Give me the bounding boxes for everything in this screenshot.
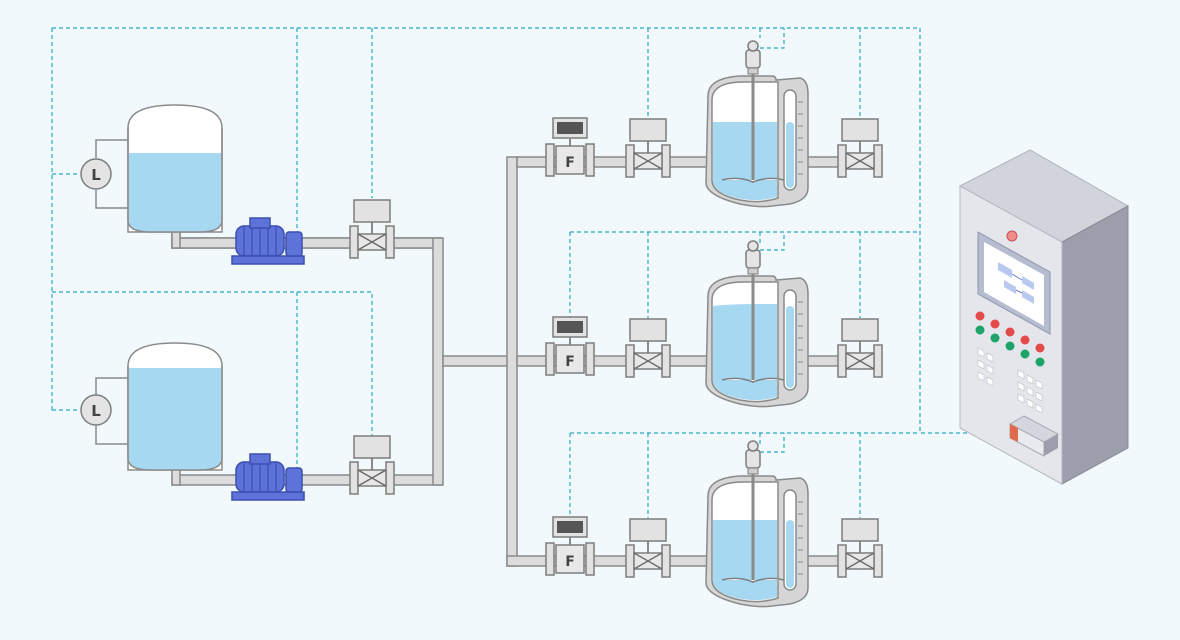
valve-icon	[625, 118, 671, 178]
valve-icon	[837, 518, 883, 578]
pump-icon	[231, 217, 305, 265]
valve-supply-1	[349, 199, 395, 259]
level-sensor-icon	[80, 158, 112, 190]
flowmeter-label: F	[565, 155, 575, 171]
storage-tank-1	[127, 104, 223, 233]
flowmeter-label: F	[565, 354, 575, 370]
agitator-icon	[721, 40, 785, 183]
valve-icon	[625, 318, 671, 378]
pump-icon	[231, 453, 305, 501]
reactor-3	[705, 440, 809, 608]
valve-outlet-1	[837, 118, 883, 178]
flowmeter-1: F	[545, 117, 595, 177]
valve-outlet-3	[837, 518, 883, 578]
level-sensor-1: L	[80, 139, 128, 209]
level-sensor-2: L	[80, 377, 128, 445]
agitator-icon	[721, 440, 785, 583]
signal-lines	[51, 27, 1010, 518]
valve-inlet-3	[625, 518, 671, 578]
valve-supply-2	[349, 435, 395, 495]
flowmeter-label: F	[565, 554, 575, 570]
control-cabinet	[958, 149, 1130, 485]
plc-module	[1008, 415, 1060, 457]
reactor-1	[705, 40, 809, 208]
pump-1	[231, 217, 305, 265]
flowmeter-3: F	[545, 516, 595, 576]
hmi-screen	[977, 231, 1051, 335]
valve-icon	[837, 118, 883, 178]
valve-inlet-1	[625, 118, 671, 178]
level-sensor-label: L	[91, 166, 101, 184]
flowmeter-2: F	[545, 316, 595, 376]
valve-inlet-2	[625, 318, 671, 378]
storage-tank-2	[127, 342, 223, 471]
cabinet-buttons	[975, 311, 1045, 367]
level-sensor-label: L	[91, 402, 101, 420]
valve-icon	[349, 199, 395, 259]
valve-icon	[349, 435, 395, 495]
level-sensor-icon	[80, 394, 112, 426]
valve-outlet-2	[837, 318, 883, 378]
valve-icon	[625, 518, 671, 578]
reactor-2	[705, 240, 809, 408]
cabinet-switches	[977, 347, 1043, 414]
agitator-icon	[721, 240, 785, 383]
pump-2	[231, 453, 305, 501]
valve-icon	[837, 318, 883, 378]
